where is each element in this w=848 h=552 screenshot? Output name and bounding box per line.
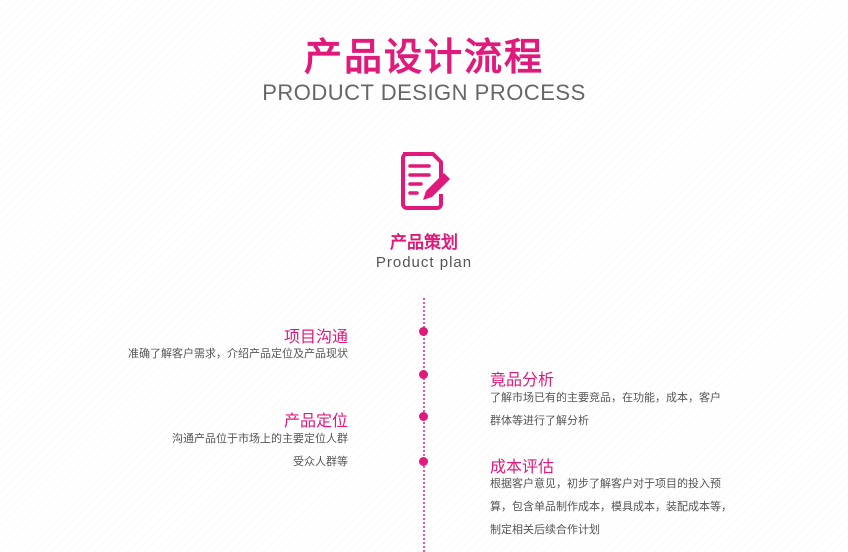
document-edit-icon: [401, 152, 450, 210]
item-title-competitor-analysis: 竟品分析: [490, 370, 555, 389]
timeline-dot: [419, 412, 428, 421]
item-text-competitor-analysis: 了解市场已有的主要竞品，在功能，成本，客户 群体等进行了解分析: [490, 391, 721, 427]
item-title-cost-evaluation: 成本评估: [490, 457, 555, 476]
page-subtitle: PRODUCT DESIGN PROCESS: [262, 80, 586, 105]
timeline-dot: [419, 457, 428, 466]
timeline-line: [423, 298, 425, 552]
section-title: 产品策划: [390, 233, 458, 253]
item-title-project-communication: 项目沟通: [283, 327, 348, 346]
section-subtitle: Product plan: [375, 254, 473, 271]
item-text-project-communication: 准确了解客户需求，介绍产品定位及产品现状: [128, 347, 348, 360]
timeline-dot: [419, 327, 428, 336]
item-title-product-positioning: 产品定位: [283, 411, 348, 430]
timeline-dot: [419, 370, 428, 379]
page-title: 产品设计流程: [303, 35, 544, 79]
item-text-cost-evaluation: 根据客户意见，初步了解客户对于项目的投入预 算，包含单品制作成本，模具成本，装配…: [490, 477, 732, 536]
item-text-product-positioning: 沟通产品位于市场上的主要定位人群 受众人群等: [172, 432, 348, 468]
